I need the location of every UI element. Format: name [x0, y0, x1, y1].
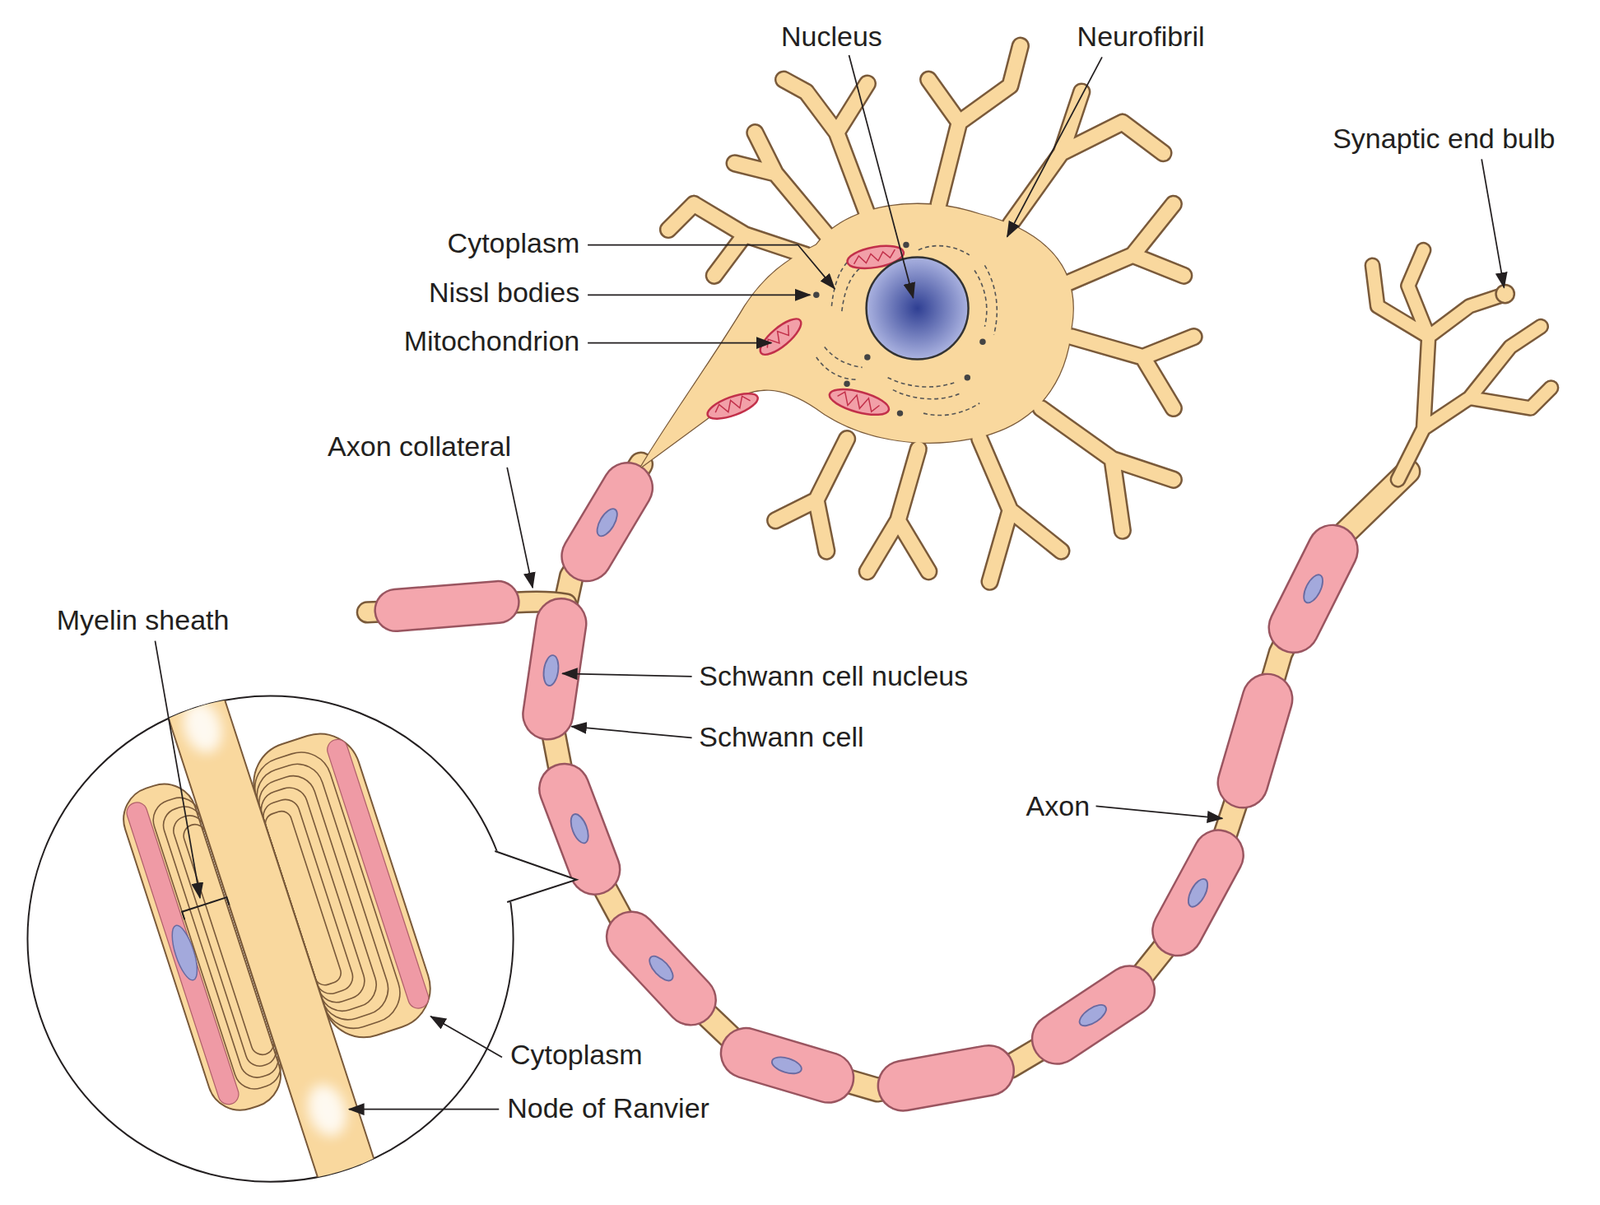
part-label: Nissl bodies [428, 276, 580, 309]
part-label: Cytoplasm [447, 227, 581, 260]
part-label: Axon [1026, 790, 1091, 823]
part-label: Schwann cell nucleus [698, 660, 968, 693]
part-label: Nucleus [781, 20, 883, 53]
part-label: Synaptic end bulb [1332, 122, 1555, 155]
part-label: Axon collateral [327, 430, 512, 463]
part-label: Mitochondrion [404, 325, 581, 358]
part-label: Myelin sheath [56, 604, 230, 637]
part-label: Node of Ranvier [506, 1092, 710, 1125]
part-label: Cytoplasm [510, 1038, 643, 1071]
part-label: Schwann cell [698, 720, 864, 754]
part-label: Neurofibril [1077, 20, 1205, 53]
